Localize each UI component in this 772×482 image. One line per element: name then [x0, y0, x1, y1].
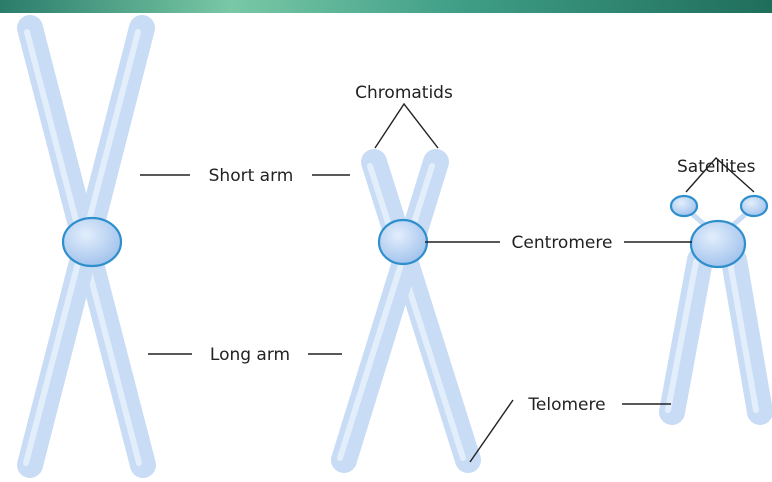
label-chromatids: Chromatids — [355, 83, 453, 103]
label-centromere: Centromere — [512, 233, 613, 253]
leader-telomere-middle — [470, 400, 513, 462]
leader-chromatids — [375, 104, 438, 148]
centromere-left — [63, 218, 121, 266]
centromere-middle — [379, 220, 427, 264]
satellite-left — [671, 196, 697, 216]
chromosome-right — [668, 196, 767, 412]
top-banner — [0, 0, 772, 13]
chromosome-left — [26, 28, 143, 465]
centromere-right — [691, 221, 745, 267]
satellite-right — [741, 196, 767, 216]
label-long-arm: Long arm — [210, 345, 290, 365]
chromosome-middle — [340, 162, 468, 460]
label-short-arm: Short arm — [209, 166, 294, 186]
label-satellites: Satellites — [677, 157, 756, 177]
label-telomere: Telomere — [527, 395, 605, 415]
